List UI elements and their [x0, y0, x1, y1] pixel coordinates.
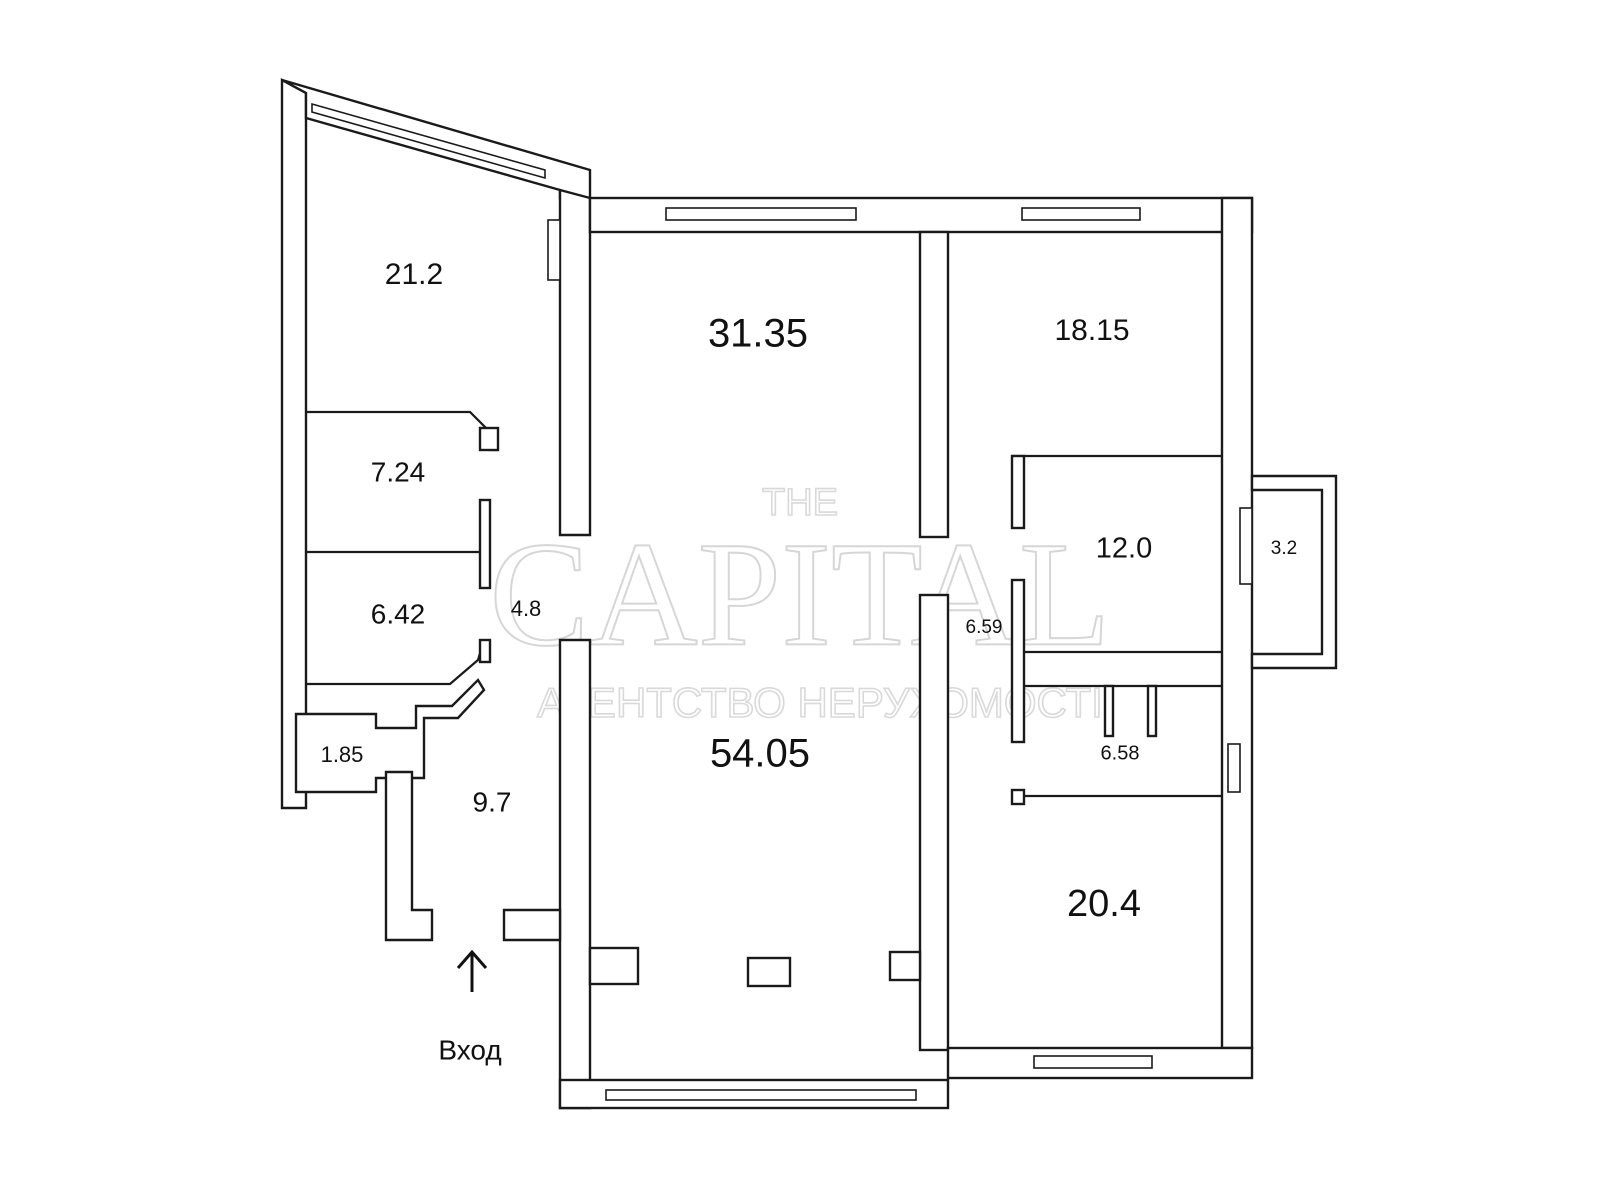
room-label-6-42: 6.42 [371, 598, 426, 629]
balcony-outline [1250, 474, 1338, 670]
room-label-21-2: 21.2 [385, 258, 443, 291]
wall-fixture-2 [1146, 684, 1158, 738]
window-bottom-204 [1033, 1055, 1153, 1069]
room-label-54-05: 54.05 [710, 732, 810, 776]
wall-stub-642 [478, 498, 492, 590]
wall-storage-185 [294, 678, 486, 794]
wall-fixture-1 [1103, 684, 1115, 738]
wall-stub-12-upper [1010, 454, 1026, 530]
watermark-line3: АГЕНТСТВО НЕРУХОМОСТІ [537, 679, 1103, 726]
room-label-18-15: 18.15 [1054, 314, 1129, 347]
wall-stub-bottom [1010, 788, 1026, 806]
wall-right-outer [1220, 196, 1254, 1050]
window-top-3135 [665, 207, 857, 221]
room-label-7-24: 7.24 [371, 456, 426, 487]
window-top-1815 [1021, 207, 1141, 221]
wall-fixture-724 [478, 426, 500, 452]
wall-column-upper [918, 230, 950, 539]
windows [311, 102, 1241, 1101]
window-left-angled [311, 102, 546, 180]
wall-divider-212-724 [306, 410, 498, 452]
watermark-line2: CAPITAL [489, 511, 1110, 677]
room-labels: 21.2 31.35 18.15 7.24 12.0 3.2 6.42 4.8 … [321, 258, 1298, 925]
wall-partition-center [558, 638, 592, 1110]
room-label-12-0: 12.0 [1096, 533, 1152, 565]
wall-entrance-left [384, 770, 434, 942]
entrance-label: Вход [438, 1034, 501, 1065]
room-label-6-59: 6.59 [966, 617, 1003, 638]
fixture-center [746, 956, 792, 988]
room-label-6-58: 6.58 [1101, 742, 1140, 764]
room-label-1-85: 1.85 [321, 742, 364, 767]
wall-partition-left [558, 188, 592, 537]
room-label-20-4: 20.4 [1067, 883, 1141, 925]
room-label-9-7: 9.7 [473, 786, 512, 817]
wall-left-outer [280, 77, 308, 810]
wall-entrance-right [502, 908, 562, 942]
watermark: THE CAPITAL АГЕНТСТВО НЕРУХОМОСТІ [488, 481, 1111, 727]
room-label-4-8: 4.8 [511, 596, 542, 621]
balcony-door [1239, 507, 1253, 585]
entrance: Вход [438, 949, 502, 1065]
wall-notch [547, 219, 561, 281]
window-right-658 [1227, 743, 1241, 793]
arrow-up-icon [456, 949, 488, 992]
wall-divider-642-bottom [306, 639, 486, 686]
wall-pillar-left [588, 946, 640, 986]
room-label-3-2: 3.2 [1271, 538, 1297, 559]
window-bottom-5405 [605, 1089, 917, 1101]
wall-stub-642-low [478, 638, 492, 664]
wall-pillar-right [888, 950, 922, 982]
room-label-31-35: 31.35 [708, 312, 808, 356]
wall-column-lower [918, 593, 950, 1052]
wall-stub-12-lower [1010, 578, 1026, 744]
watermark-line1: THE [762, 482, 838, 524]
